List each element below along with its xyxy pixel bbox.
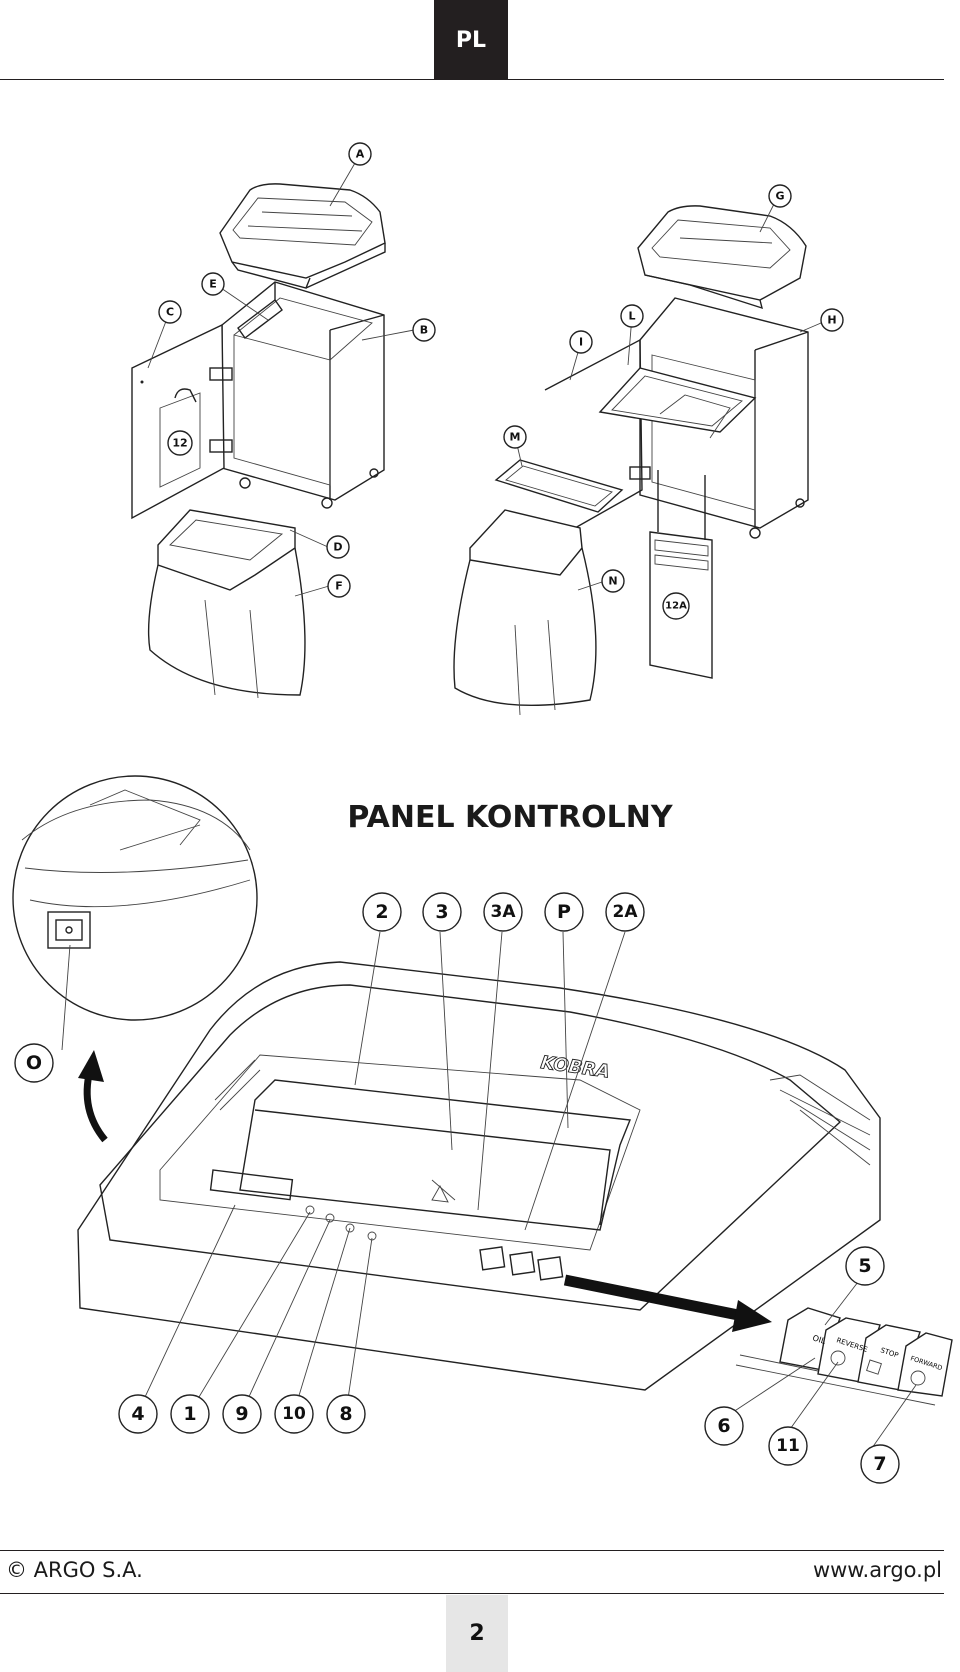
callout-N: N — [601, 569, 625, 593]
svg-text:G: G — [775, 190, 784, 203]
callout-D: D — [326, 535, 350, 559]
waste-bag-right — [453, 509, 597, 716]
callout-C: C — [158, 300, 182, 324]
callout-7: 7 — [860, 1444, 900, 1484]
footer-divider-top — [0, 1550, 944, 1551]
page-number: 2 — [446, 1595, 508, 1672]
callout-6: 6 — [704, 1406, 744, 1446]
svg-text:H: H — [827, 314, 836, 327]
header-divider — [0, 79, 944, 80]
callout-M: M — [503, 425, 527, 449]
svg-text:7: 7 — [873, 1453, 886, 1475]
callout-1: 1 — [170, 1394, 210, 1434]
svg-text:2A: 2A — [613, 902, 639, 922]
website-link[interactable]: www.argo.pl — [812, 1558, 942, 1582]
svg-text:6: 6 — [717, 1415, 730, 1437]
svg-text:3A: 3A — [491, 902, 517, 922]
callout-9: 9 — [222, 1394, 262, 1434]
svg-text:C: C — [166, 306, 174, 319]
copyright-text: © ARGO S.A. — [6, 1558, 143, 1582]
callout-H: H — [820, 308, 844, 332]
svg-text:P: P — [557, 901, 571, 923]
callout-E: E — [201, 272, 225, 296]
svg-text:5: 5 — [858, 1255, 871, 1277]
svg-text:B: B — [420, 324, 428, 337]
callout-3: 3 — [422, 892, 462, 932]
callout-2: 2 — [362, 892, 402, 932]
oil-label: OIL — [811, 1333, 827, 1346]
svg-text:I: I — [579, 336, 583, 349]
button-strip: OIL REVERSE STOP FORWARD — [735, 1307, 953, 1406]
svg-text:E: E — [209, 278, 217, 291]
callout-3A: 3A — [483, 892, 523, 932]
svg-text:9: 9 — [235, 1403, 248, 1425]
callout-B: B — [412, 318, 436, 342]
power-switch-detail — [12, 775, 258, 1051]
waste-bin-left — [147, 509, 306, 699]
section-title: PANEL KONTROLNY — [347, 800, 673, 835]
svg-text:N: N — [608, 575, 617, 588]
shredder-head-left — [219, 183, 386, 289]
callout-11: 11 — [768, 1426, 808, 1466]
svg-text:8: 8 — [339, 1403, 352, 1425]
callout-2A: 2A — [605, 892, 645, 932]
svg-text:1: 1 — [183, 1403, 196, 1425]
svg-text:12: 12 — [172, 437, 187, 450]
callout-10: 10 — [274, 1394, 314, 1434]
language-tab: PL — [434, 0, 508, 80]
svg-text:2: 2 — [375, 901, 388, 923]
callout-P: P — [544, 892, 584, 932]
callout-F: F — [327, 574, 351, 598]
svg-text:D: D — [333, 541, 342, 554]
svg-text:M: M — [510, 431, 521, 444]
cabinet-door-left — [131, 323, 233, 520]
callout-5: 5 — [845, 1246, 885, 1286]
shredder-top-panel: KOBRA — [77, 961, 881, 1391]
svg-text:3: 3 — [435, 901, 448, 923]
footer-divider-bottom — [0, 1593, 944, 1594]
shredder-head-right — [637, 205, 807, 310]
tray — [494, 459, 624, 513]
svg-text:12A: 12A — [665, 601, 687, 612]
svg-text:10: 10 — [282, 1404, 306, 1424]
bag-frame — [598, 367, 757, 439]
callout-L: L — [620, 304, 644, 328]
callout-12A: 12A — [662, 592, 690, 620]
callout-A: A — [348, 142, 372, 166]
svg-text:O: O — [26, 1052, 42, 1074]
exploded-view-right — [453, 195, 829, 716]
callout-G: G — [768, 184, 792, 208]
svg-text:F: F — [335, 580, 343, 593]
callout-I: I — [569, 330, 593, 354]
svg-text:11: 11 — [776, 1436, 800, 1456]
callout-8: 8 — [326, 1394, 366, 1434]
callout-12: 12 — [167, 430, 193, 456]
callout-O: O — [14, 1043, 54, 1083]
cabinet-left — [221, 281, 385, 509]
svg-text:A: A — [356, 148, 365, 161]
exploded-view-left — [131, 162, 415, 699]
svg-text:L: L — [628, 310, 635, 323]
cabinet-door-right — [544, 338, 651, 546]
svg-text:4: 4 — [131, 1403, 144, 1425]
callout-4: 4 — [118, 1394, 158, 1434]
